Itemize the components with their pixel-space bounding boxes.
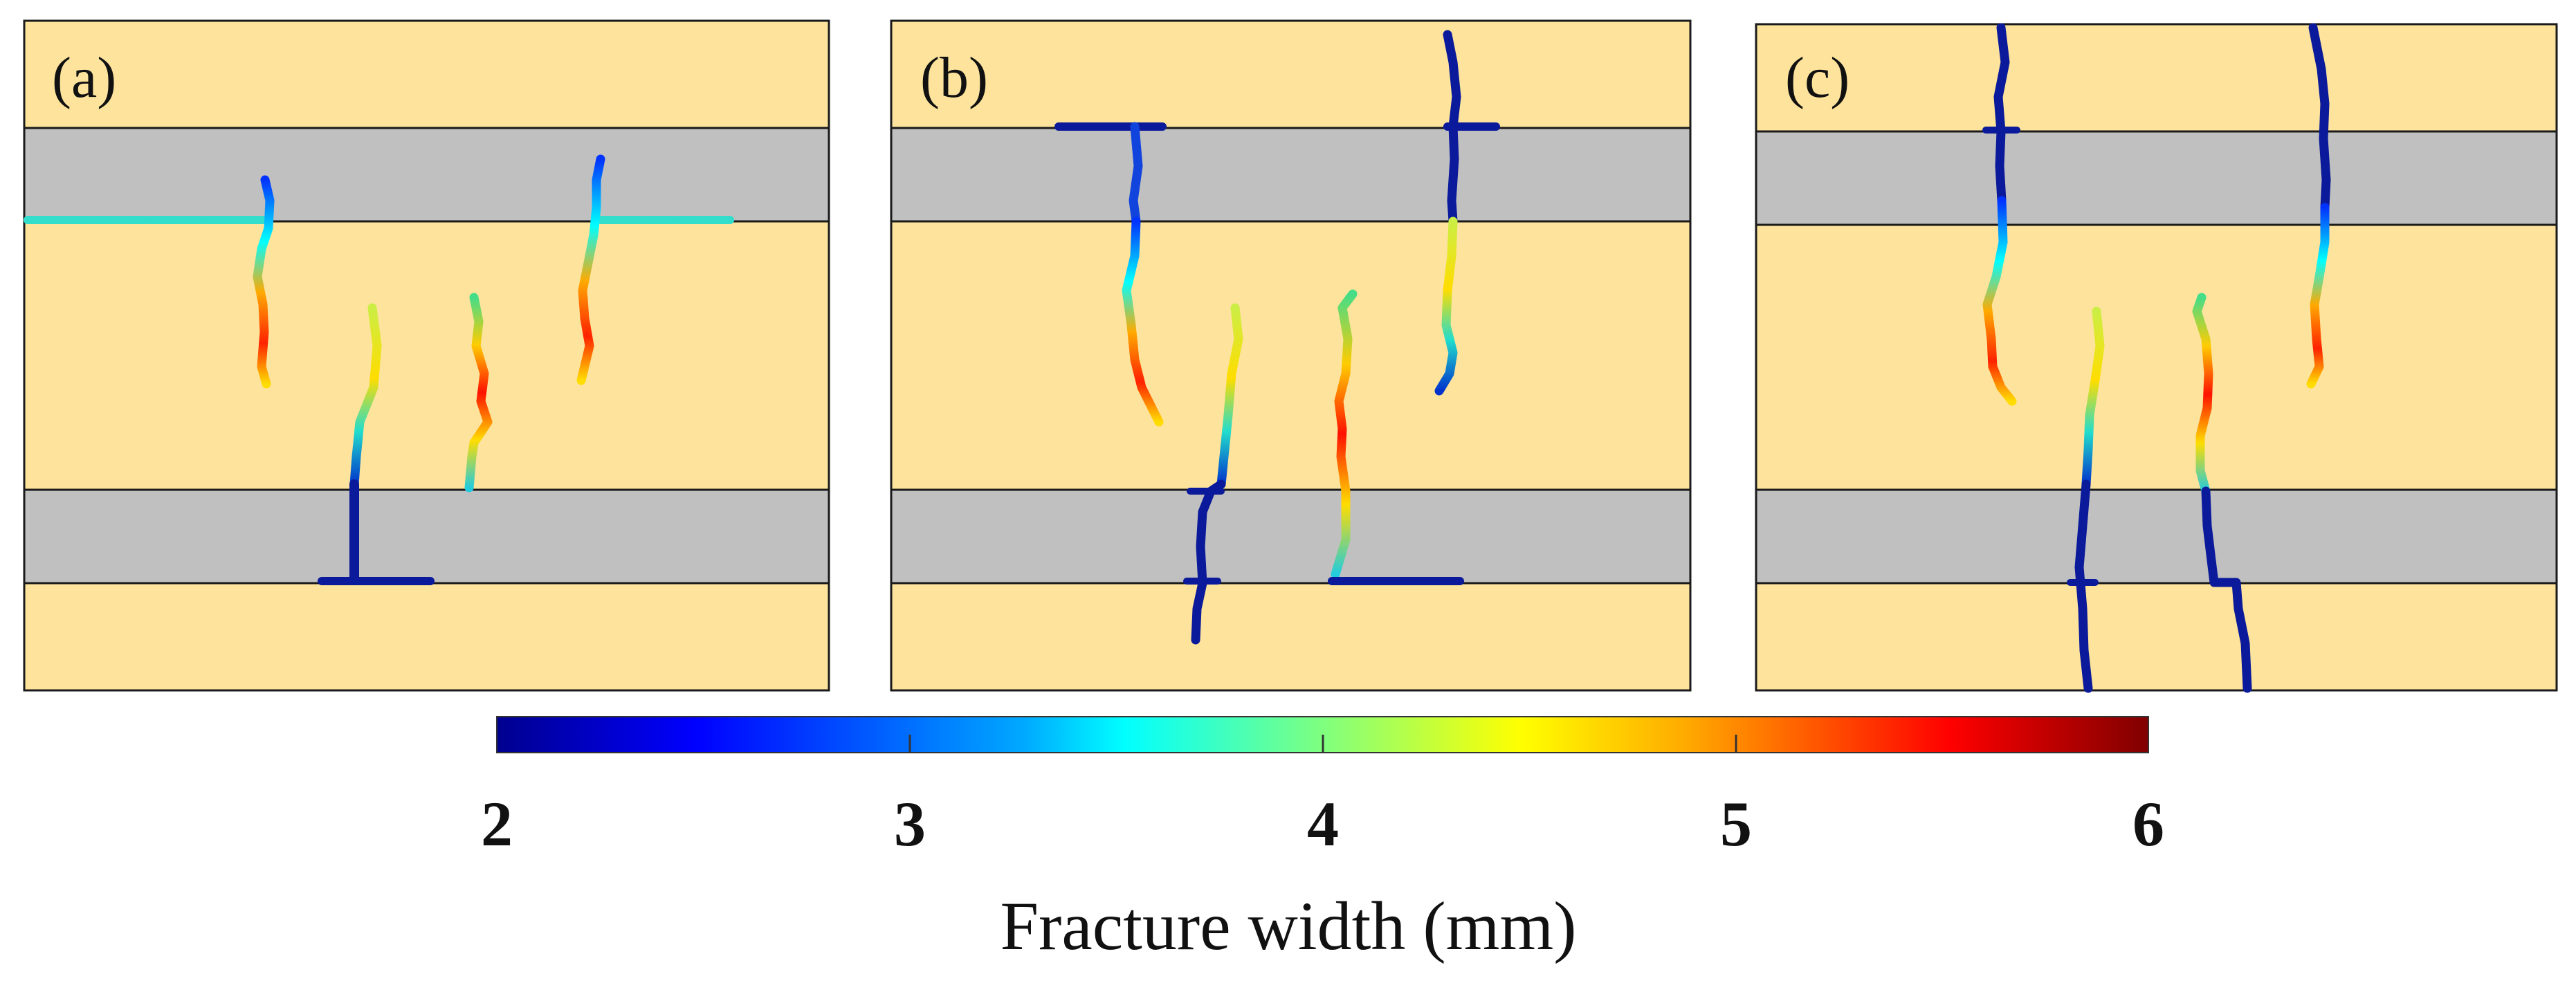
fracture: [2074, 479, 2093, 693]
panel-b-fractures: [1054, 30, 1500, 645]
fracture: [1122, 217, 1164, 427]
panel-b-top-layer: [891, 21, 1690, 128]
panel-a-bottom-layer: [24, 583, 829, 690]
fracture: [2308, 23, 2331, 212]
fracture: [253, 175, 275, 389]
fracture: [1434, 217, 1458, 396]
colorbar-title: Fracture width (mm): [1000, 888, 1576, 964]
colorbar-ticks: [908, 735, 1737, 753]
colorbar-tick-label: 5: [1720, 789, 1752, 859]
colorbar-tick-label: 3: [894, 789, 926, 859]
panel-b-middle-layer: [891, 221, 1690, 490]
colorbar: 2 3 4 5 6 Fracture width (mm): [481, 716, 2164, 964]
panel-b: (b): [890, 19, 1692, 692]
panel-c-label: (c): [1785, 46, 1849, 110]
fracture: [1982, 196, 2017, 406]
panel-c-lower-interlayer: [1756, 490, 2557, 583]
fracture: [2306, 203, 2330, 389]
panel-b-bottom-layer: [891, 583, 1690, 690]
panel-a-frame: [23, 19, 830, 692]
panel-b-label: (b): [920, 46, 988, 110]
panel-b-frame: [890, 19, 1692, 692]
panel-c-upper-interlayer: [1756, 131, 2557, 225]
fracture: [464, 293, 493, 493]
fracture: [576, 154, 605, 385]
panel-c-middle-layer: [1756, 225, 2557, 490]
panel-c-fractures: [1982, 23, 2331, 693]
panel-b-upper-interlayer: [891, 128, 1690, 221]
panel-a-label: (a): [52, 46, 116, 110]
panel-a-upper-interlayer: [24, 128, 829, 221]
fracture: [2081, 306, 2105, 489]
fracture: [349, 303, 382, 489]
fracture: [1216, 303, 1243, 489]
panel-c-top-layer: [1756, 24, 2557, 131]
fracture: [2201, 486, 2252, 693]
panel-a: (a): [23, 19, 830, 692]
fracture: [2192, 293, 2213, 496]
fracture: [1331, 289, 1358, 579]
panel-a-top-layer: [24, 21, 829, 128]
colorbar-tick-label: 2: [481, 789, 513, 859]
panel-a-fractures: [24, 154, 734, 585]
panel-c-frame: [1755, 23, 2558, 692]
fracture: [1129, 122, 1143, 226]
fracture: [1993, 23, 2010, 205]
panel-c-bottom-layer: [1756, 583, 2557, 690]
panel-c: (c): [1755, 23, 2558, 693]
panel-a-lower-interlayer: [24, 490, 829, 583]
panel-a-middle-layer: [24, 221, 829, 490]
panel-b-lower-interlayer: [891, 490, 1690, 583]
colorbar-tick-label: 4: [1307, 789, 1339, 859]
colorbar-tick-label: 6: [2132, 789, 2164, 859]
